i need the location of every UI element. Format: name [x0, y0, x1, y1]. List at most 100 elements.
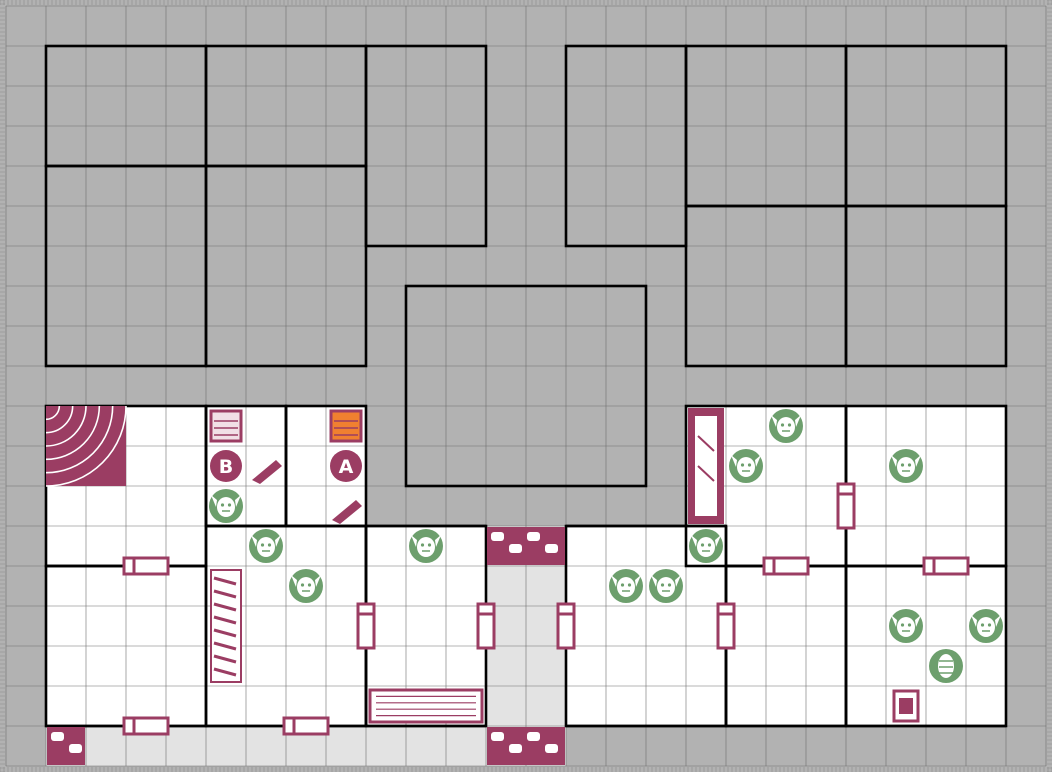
door-5[interactable] — [476, 602, 496, 650]
orc-token[interactable] — [889, 609, 923, 643]
eye-icon — [627, 583, 632, 587]
stair-step — [45, 405, 74, 434]
orc-face-icon — [737, 457, 755, 477]
rubble-shape — [332, 500, 362, 524]
marker-disc — [330, 450, 362, 482]
mummy-icon — [938, 654, 954, 678]
stone-block-3[interactable] — [47, 727, 85, 765]
marker-a[interactable]: A — [330, 450, 362, 482]
door-panel — [476, 602, 496, 650]
eye-icon — [227, 503, 232, 507]
stair-step — [45, 405, 87, 447]
door-panel — [122, 716, 170, 736]
doors-layer — [122, 482, 970, 736]
chest-body — [329, 409, 363, 443]
mummy-token[interactable] — [929, 649, 963, 683]
door-panel — [122, 556, 170, 576]
chest-body — [209, 409, 243, 443]
marker-b[interactable]: B — [210, 450, 242, 482]
eye-icon — [300, 583, 305, 587]
block-stone — [491, 732, 504, 741]
eye-icon — [700, 543, 705, 547]
block-stone — [527, 732, 540, 741]
orc-token[interactable] — [969, 609, 1003, 643]
goblin-token[interactable] — [209, 489, 243, 523]
door-1[interactable] — [122, 556, 170, 576]
goblin-face-icon — [217, 497, 235, 517]
rubble-a[interactable] — [332, 500, 362, 524]
eye-icon — [900, 463, 905, 467]
goblin-face-icon — [897, 457, 915, 477]
stone-block-1[interactable] — [487, 527, 565, 565]
rack-weapon — [213, 654, 237, 664]
throne-seat — [899, 698, 913, 714]
eye-icon — [987, 623, 992, 627]
orc-token[interactable] — [409, 529, 443, 563]
door-9[interactable] — [762, 556, 810, 576]
weapon-rack[interactable] — [210, 569, 242, 683]
door-3[interactable] — [282, 716, 330, 736]
rubble-shape — [252, 460, 282, 484]
stair-step — [45, 405, 61, 421]
stair-step — [45, 405, 127, 487]
throne[interactable] — [892, 689, 920, 723]
orc-face-icon — [777, 417, 795, 437]
fireplace[interactable] — [688, 408, 724, 524]
door-2[interactable] — [122, 716, 170, 736]
rack-weapon — [213, 641, 237, 651]
rack-weapon — [213, 615, 237, 625]
stone-block-2[interactable] — [487, 727, 565, 765]
door-panel — [716, 602, 736, 650]
door-panel — [556, 602, 576, 650]
eye-icon — [420, 543, 425, 547]
treasure-chest-a[interactable] — [329, 409, 363, 443]
eye-icon — [900, 623, 905, 627]
orc-face-icon — [897, 617, 915, 637]
orc-token[interactable] — [729, 449, 763, 483]
rubble-b[interactable] — [252, 460, 282, 484]
corridor-area — [46, 726, 486, 766]
eye-icon — [747, 463, 752, 467]
door-7[interactable] — [716, 602, 736, 650]
long-table[interactable] — [368, 688, 484, 724]
goblin-token[interactable] — [889, 449, 923, 483]
furniture-layer — [45, 405, 920, 765]
rack-frame — [210, 569, 242, 683]
door-4[interactable] — [356, 602, 376, 650]
stairs-base — [46, 406, 126, 486]
orc-face-icon — [257, 537, 275, 557]
eye-icon — [780, 423, 785, 427]
eye-icon — [707, 543, 712, 547]
block-stone — [51, 732, 64, 741]
orc-face-icon — [417, 537, 435, 557]
marker-label: B — [219, 456, 233, 478]
chest-planks — [334, 420, 358, 436]
eye-icon — [980, 623, 985, 627]
orc-token[interactable] — [769, 409, 803, 443]
door-6[interactable] — [556, 602, 576, 650]
door-panel — [922, 556, 970, 576]
door-10[interactable] — [922, 556, 970, 576]
orc-token[interactable] — [609, 569, 643, 603]
room-center-outline — [404, 284, 648, 488]
rack-weapon — [213, 589, 237, 599]
orc-token[interactable] — [689, 529, 723, 563]
goblin-token[interactable] — [649, 569, 683, 603]
block-stone — [509, 544, 522, 553]
bookcase-b[interactable] — [209, 409, 243, 443]
block-stone — [491, 532, 504, 541]
orc-face-icon — [617, 577, 635, 597]
stair-step — [45, 405, 101, 461]
door-panel — [836, 482, 856, 530]
fireplace-stones — [697, 435, 715, 482]
door-8[interactable] — [836, 482, 856, 530]
orc-token[interactable] — [249, 529, 283, 563]
eye-icon — [307, 583, 312, 587]
orc-token[interactable] — [289, 569, 323, 603]
orc-face-icon — [297, 577, 315, 597]
eye-icon — [787, 423, 792, 427]
stairs[interactable] — [45, 405, 127, 487]
